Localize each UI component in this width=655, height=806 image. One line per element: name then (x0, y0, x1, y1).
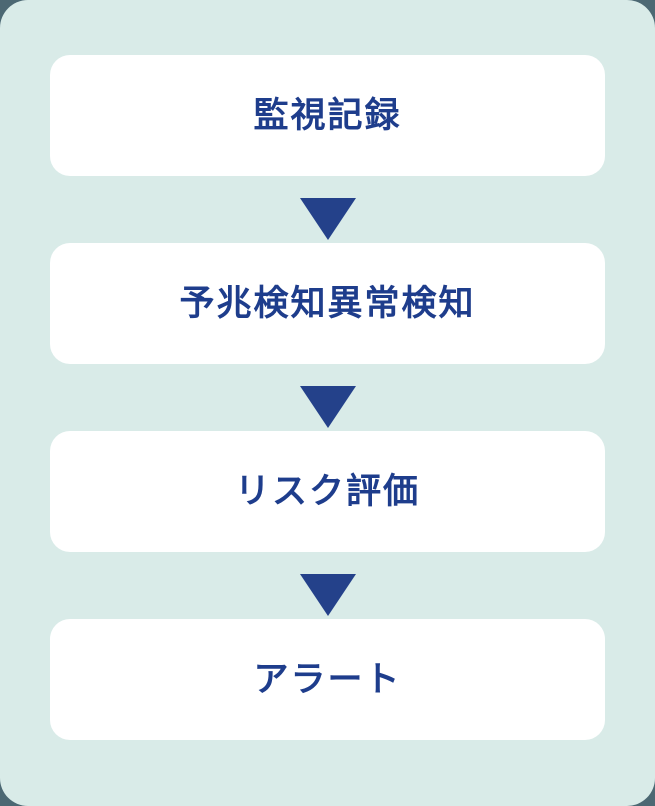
down-arrow-icon (299, 386, 356, 428)
flow-step-alert: アラート (50, 619, 605, 740)
flow-step-monitoring-record: 監視記録 (50, 55, 605, 176)
flow-step-label: 監視記録 (253, 96, 402, 135)
flow-step-label: 予兆検知異常検知 (179, 284, 476, 323)
flow-step-label: リスク評価 (234, 472, 420, 511)
flow-step-risk-assessment: リスク評価 (50, 431, 605, 552)
flow-step-label: アラート (253, 660, 402, 699)
flow-step-sign-anomaly-detection: 予兆検知異常検知 (50, 243, 605, 364)
down-arrow-icon (299, 198, 356, 240)
down-arrow-icon (299, 574, 356, 616)
